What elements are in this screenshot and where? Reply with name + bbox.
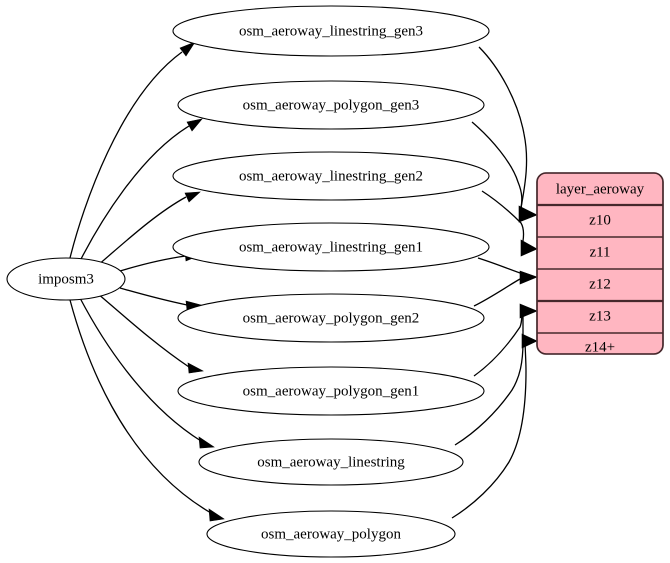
- arrowheads-middle-nodes: [179, 41, 225, 522]
- table-row-z12[interactable]: z12: [589, 276, 611, 292]
- table-header-cell[interactable]: layer_aeroway: [556, 181, 645, 197]
- edges-to-table: [451, 46, 528, 519]
- table-row-label-z13: z13: [589, 308, 611, 324]
- edge-polygon-gen3-to-z10: [471, 121, 523, 210]
- table-row-z13[interactable]: z13: [589, 308, 611, 324]
- edge-imposm3-to-linestring-gen3: [69, 51, 183, 259]
- arrowhead-z14: [521, 333, 538, 349]
- table-row-label-z12: z12: [589, 276, 611, 292]
- node-shape-linestring-gen3[interactable]: [172, 5, 490, 57]
- table-background: [536, 172, 664, 355]
- arrowhead-z12: [519, 270, 538, 285]
- edge-imposm3-to-polygon: [69, 299, 212, 514]
- table-row-z14plus[interactable]: z14+: [585, 339, 615, 355]
- node-label-linestring-gen3: osm_aeroway_linestring_gen3: [239, 23, 423, 39]
- node-imposm3[interactable]: imposm3: [6, 257, 126, 301]
- arrowhead-linestring-gen2: [184, 191, 201, 203]
- arrowhead-z11: [520, 239, 538, 257]
- node-osm-aeroway-polygon-gen2[interactable]: osm_aeroway_polygon_gen2: [177, 293, 485, 343]
- node-label-polygon-gen1: osm_aeroway_polygon_gen1: [243, 383, 420, 399]
- node-shape-linestring[interactable]: [198, 438, 464, 486]
- node-shape-linestring-gen1[interactable]: [172, 222, 490, 272]
- arrowhead-z10-a: [518, 205, 538, 223]
- table-row-label-z10: z10: [589, 212, 611, 228]
- node-label-polygon-gen3: osm_aeroway_polygon_gen3: [243, 97, 420, 113]
- arrowhead-polygon-gen1: [187, 362, 204, 374]
- arrowhead-polygon: [208, 508, 225, 522]
- node-osm-aeroway-polygon[interactable]: osm_aeroway_polygon: [206, 510, 456, 558]
- node-label-polygon: osm_aeroway_polygon: [261, 526, 401, 542]
- edge-linestring-gen3-to-z10: [478, 46, 528, 209]
- node-shape-polygon[interactable]: [206, 510, 456, 558]
- edges-from-source: [69, 51, 212, 514]
- node-imposm3-shape[interactable]: [6, 257, 126, 301]
- node-osm-aeroway-linestring[interactable]: osm_aeroway_linestring: [198, 438, 464, 486]
- edge-imposm3-to-polygon-gen2: [119, 287, 188, 306]
- node-osm-aeroway-polygon-gen3[interactable]: osm_aeroway_polygon_gen3: [177, 80, 485, 130]
- edge-imposm3-to-polygon-gen1: [96, 292, 190, 368]
- edge-polygon-gen2-to-z12: [473, 278, 521, 307]
- edge-linestring-gen2-to-z11: [481, 190, 525, 242]
- node-shape-polygon-gen2[interactable]: [177, 293, 485, 343]
- table-row-z11[interactable]: z11: [589, 244, 610, 260]
- node-label-linestring-gen1: osm_aeroway_linestring_gen1: [239, 239, 423, 255]
- node-label-polygon-gen2: osm_aeroway_polygon_gen2: [243, 310, 420, 326]
- table-row-label-z11: z11: [589, 244, 610, 260]
- node-label-linestring: osm_aeroway_linestring: [257, 454, 405, 470]
- edge-imposm3-to-linestring-gen2: [96, 196, 187, 267]
- node-shape-linestring-gen2[interactable]: [172, 151, 490, 201]
- edge-linestring-gen1-to-z12: [477, 257, 521, 274]
- node-osm-aeroway-linestring-gen2[interactable]: osm_aeroway_linestring_gen2: [172, 151, 490, 201]
- node-osm-aeroway-linestring-gen3[interactable]: osm_aeroway_linestring_gen3: [172, 5, 490, 57]
- edge-polygon-to-z14: [451, 337, 527, 519]
- table-row-label-z14plus: z14+: [585, 339, 615, 355]
- table-row-z10[interactable]: z10: [589, 212, 611, 228]
- arrowheads-table-rows: [518, 205, 538, 349]
- table-outline: [536, 172, 664, 355]
- arrowhead-linestring-gen3: [179, 41, 196, 57]
- arrowhead-polygon-gen3: [186, 118, 203, 132]
- edge-imposm3-to-linestring-gen1: [119, 255, 187, 272]
- node-shape-polygon-gen1[interactable]: [177, 366, 485, 416]
- table-header-label: layer_aeroway: [556, 181, 645, 197]
- edge-imposm3-to-linestring: [79, 297, 202, 442]
- node-shape-polygon-gen3[interactable]: [177, 80, 485, 130]
- node-layer-aeroway-table[interactable]: layer_aeroway z10 z11 z12 z13: [536, 172, 664, 355]
- arrowhead-z13: [519, 303, 538, 319]
- node-imposm3-label: imposm3: [38, 271, 94, 287]
- edge-linestring-to-z13: [454, 308, 524, 446]
- arrowhead-linestring: [198, 436, 215, 449]
- node-label-linestring-gen2: osm_aeroway_linestring_gen2: [239, 168, 423, 184]
- node-osm-aeroway-polygon-gen1[interactable]: osm_aeroway_polygon_gen1: [177, 366, 485, 416]
- edge-imposm3-to-polygon-gen3: [79, 125, 190, 262]
- node-osm-aeroway-linestring-gen1[interactable]: osm_aeroway_linestring_gen1: [172, 222, 490, 272]
